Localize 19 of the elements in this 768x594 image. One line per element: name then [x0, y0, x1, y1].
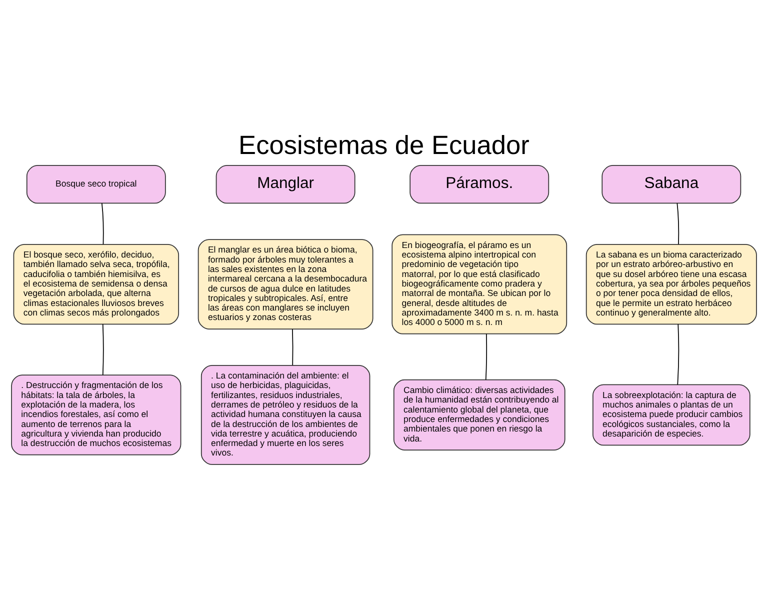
node-box: Páramos. — [410, 165, 550, 204]
connector — [102, 324, 104, 376]
node-box: La sabana es un bioma caracterizado por un estrato arbóreo-arbustivo en que su dosel arbóreo tiene una escasa cobertura, ya sea por árboles pequeños o por tener poca densidad de ellos, que le permite un estrato herbáceo continuo y generalmente alto. — [586, 244, 757, 325]
node-box: . La contaminación del ambiente: el uso de herbicidas, plaguicidas, fertilizantes, residuos industriales, derrames de petróleo y residuos de la actividad humana constituyen la causa de la destrucción de los ambientes de vida terrestre y acuática, produciendo enfermedad y muerte en los seres vivos. — [200, 364, 370, 465]
connector — [292, 328, 294, 366]
node-box: El bosque seco, xerófilo, deciduo, también llamado selva seca, tropófila, caducifolia o también hiemisilva, es el ecosistema de semidensa o densa vegetación arbolada, que alterna climas estacionales lluviosos breves con climas secos más prolongados — [13, 244, 180, 325]
node-box: Bosque seco tropical — [26, 165, 166, 204]
node-box: Cambio climático: diversas actividades de la humanidad están contribuyendo al calentamiento global del planeta, que produce enfermedades y condiciones ambientales que ponen en riesgo la vida. — [393, 379, 566, 450]
connector — [676, 202, 680, 245]
connector — [101, 202, 104, 245]
node-box: En biogeografía, el páramo es un ecosistema alpino intertropical con predominio de vegetación tipo matorral, por lo que está clasificado biogeográficamente como pradera y matorral de montaña. Se ubican por lo general, desde altitudes de aproximadamente 3400 m s. n. m. hasta los 4000 o 5000 m s. n. m — [392, 234, 568, 334]
node-box: El manglar es un área biótica o bioma, formado por árboles muy tolerantes a las sales existentes en la zona intermareal cercana a la desembocadura de cursos de agua dulce en latitudes tropicales y subtropicales. Así, entre las áreas con manglares se incluyen estuarios y zonas costeras — [198, 239, 374, 330]
node-box: Sabana — [602, 165, 742, 204]
connector — [485, 333, 488, 380]
node-box: . Destrucción y fragmentación de los hábitats: la tala de árboles, la explotación de la madera, los incendios forestales, así como el aumento de terrenos para la agricultura y vivienda han producido la destrucción de muchos ecosistemas — [11, 374, 182, 456]
node-box: La sobreexplotación: la captura de muchos animales o plantas de un ecosistema puede producir cambios ecológicos sustanciales, como la desaparición de especies. — [592, 384, 750, 446]
connector — [677, 324, 680, 386]
node-box: Manglar — [216, 165, 356, 204]
diagram-title: Ecosistemas de Ecuador — [238, 130, 530, 160]
